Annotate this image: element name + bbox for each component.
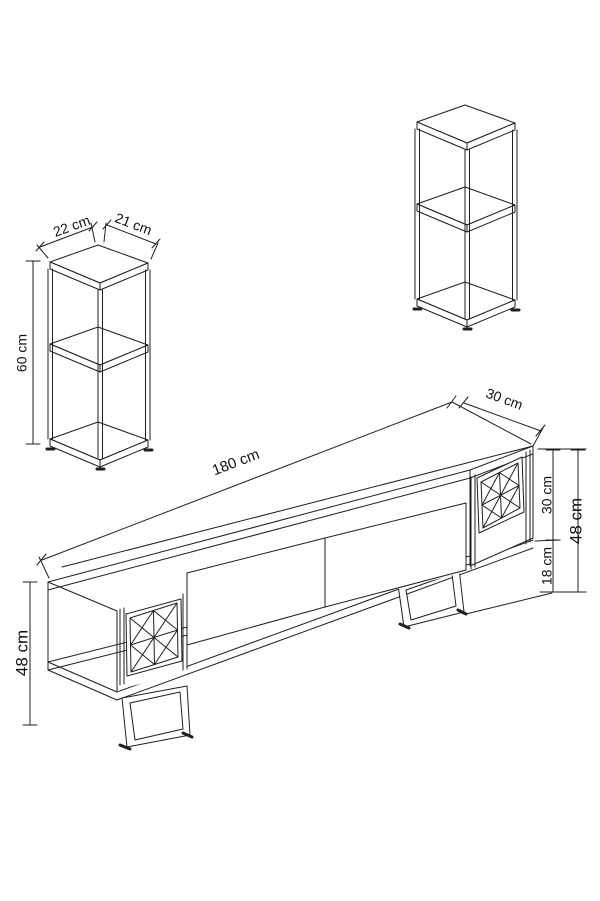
tv-leg-clearance-label: 18 cm — [539, 547, 555, 585]
left-shelf-unit — [45, 243, 154, 471]
tv-total-height-label: 48 cm — [566, 498, 585, 544]
tv-total-height-left-label: 48 cm — [12, 630, 31, 676]
right-shelf-unit — [412, 103, 521, 331]
dim-tv-total-height-right: 48 cm — [566, 449, 586, 593]
dim-tv-depth: 30 cm — [458, 385, 546, 447]
tv-length-label: 180 cm — [210, 446, 262, 480]
tv-stand-right-door — [324, 502, 467, 608]
tv-body-height-label: 30 cm — [539, 476, 555, 514]
tv-stand-right-lattice-panel — [470, 449, 531, 570]
dim-tv-total-height-left: 48 cm — [12, 581, 38, 726]
dim-shelf-height: 60 cm — [14, 260, 41, 445]
shelf-depth-label: 21 cm — [113, 209, 154, 238]
tv-stand-left-lattice-panel — [119, 592, 188, 686]
tv-stand-left-leg — [121, 685, 191, 748]
tv-depth-label: 30 cm — [484, 385, 525, 413]
shelf-height-label: 60 cm — [14, 334, 30, 372]
tv-stand — [47, 445, 534, 751]
dim-tv-body-height: 30 cm 18 cm — [465, 448, 587, 615]
